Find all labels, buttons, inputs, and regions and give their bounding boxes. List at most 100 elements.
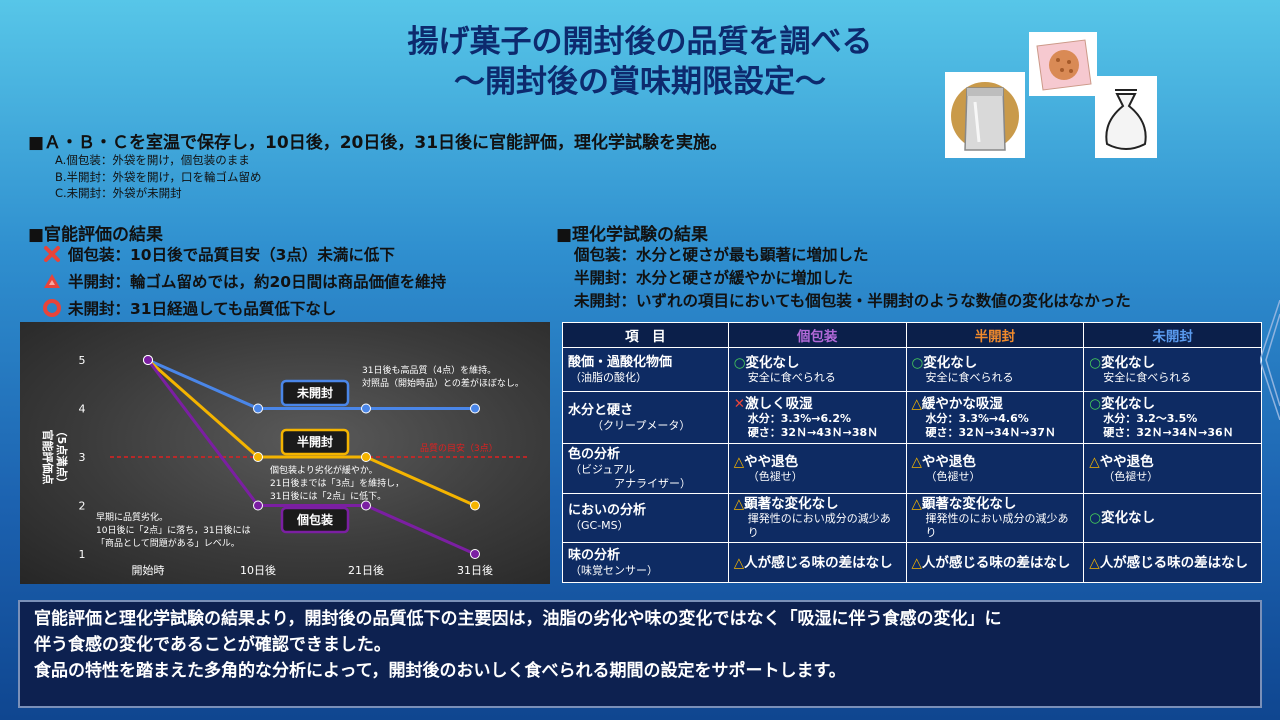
title-line-2: ～開封後の賞味期限設定～ [454,64,826,100]
result-mark-icon: △ [733,554,745,571]
threshold-label: 品質の目安（3点） [420,442,498,454]
item-text: （油脂の酸化） [570,370,647,384]
result-sub-text: 安全に食べられる [1103,370,1192,384]
annotation-half: 個包装より劣化が緩やか。 [270,464,378,476]
data-point [470,403,480,414]
result-mark-icon: ✕ [733,395,746,412]
data-point [361,403,371,414]
chem-results-table: 項 目個包装半開封未開封酸価・過酸化物価（油脂の酸化）○変化なし安全に食べられる… [562,322,1262,583]
series-callout-label: 未開封 [296,385,333,400]
result-sub-text: （色褪せ） [1103,469,1159,483]
table-header-row: 項 目個包装半開封未開封 [562,322,1262,348]
table-header-cell: 項 目 [562,322,729,348]
series-callout-box [280,506,350,534]
condition-a: A.個包装：外袋を開け，個包装のまま [55,153,250,167]
overview-text: ■Ａ・Ｂ・Ｃを室温で保存し，10日後，20日後，31日後に官能評価，理化学試験を… [28,133,728,153]
result-sub-text: （色褪せ） [925,469,981,483]
sensory-text-unopened: 未開封：31日経過しても品質低下なし [68,300,337,318]
series-callout-label: 個包装 [296,512,333,527]
triangle-icon [44,274,60,288]
result-sub-text: 硬さ：32Ｎ→34Ｎ→36Ｎ [1103,425,1234,439]
result-main: △人が感じる味の差はなし [1089,555,1256,571]
data-point [253,403,263,414]
result-main: △人が感じる味の差はなし [734,555,901,571]
condition-b: B.半開封：外袋を開け，口を輪ゴム留め [55,169,262,184]
x-tick-label: 31日後 [457,563,493,577]
table-item-cell: 味の分析（味覚センサー） [562,542,729,583]
result-main: △やや退色 [734,454,901,470]
decorative-chevron-icon [1260,300,1280,420]
table-header-cell: 未開封 [1083,322,1262,348]
result-main: △人が感じる味の差はなし [912,555,1079,571]
result-mark-icon: ○ [733,354,746,371]
annotation-half: 31日後には「2点」に低下。 [270,490,386,502]
sensory-text-half: 半開封：輪ゴム留めでは，約20日間は商品価値を維持 [68,273,447,291]
result-main-text: 激しく吸湿 [745,395,813,412]
result-sub-text: 安全に食べられる [747,370,836,384]
table-result-cell: ○変化なし水分：3.2～3.5%硬さ：32Ｎ→34Ｎ→36Ｎ [1083,391,1262,444]
item-text: 水分と硬さ [568,402,634,418]
item-text: （GC-MS） [570,519,629,532]
item-text: アナライザー） [614,476,691,490]
result-main-text: 変化なし [1101,354,1156,371]
table-result-cell: △やや退色（色褪せ） [1083,443,1262,494]
table-result-cell: △人が感じる味の差はなし [1083,542,1262,583]
result-main: ○変化なし [1089,355,1256,371]
result-main-text: 変化なし [1101,510,1156,526]
result-main: △顕著な変化なし [734,496,901,512]
y-axis-label: 官能評価点 [41,430,55,485]
data-point [361,500,371,511]
result-main: △顕著な変化なし [912,496,1079,512]
result-main-text: 変化なし [1101,395,1156,412]
series-callout-label: 半開封 [297,434,333,449]
table-row: 酸価・過酸化物価（油脂の酸化）○変化なし安全に食べられる○変化なし安全に食べられ… [562,347,1262,392]
item-text: においの分析 [568,503,647,518]
storage-conditions-list: A.個包装：外袋を開け，個包装のまま B.半開封：外袋を開け，口を輪ゴム留め C… [55,152,261,202]
table-row: 味の分析（味覚センサー） △人が感じる味の差はなし △人が感じる味の差はなし △人が感… [562,542,1262,583]
result-sub-text: 揮発性のにおい成分の減少あり [925,512,1069,539]
table-result-cell: ○変化なし安全に食べられる [1083,347,1262,392]
table-item-cell: 酸価・過酸化物価（油脂の酸化） [562,347,729,392]
table-result-cell: △人が感じる味の差はなし [905,542,1085,583]
circle-icon [43,299,61,317]
series-line-未開封 [147,358,475,410]
annotation-individual: 「商品として問題がある」レベル。 [96,537,240,549]
conclusion-line-2: 伴う食感の変化であることが確認できました。 [34,635,391,655]
result-mark-icon: △ [1089,554,1100,571]
cracker-package-image [1029,32,1097,96]
annotation-unopened: 31日後も高品質（4点）を維持。 [362,364,496,376]
annotation-half: 21日後までは「3点」を維持し， [270,477,404,489]
data-point [361,452,371,462]
data-point [253,500,263,511]
result-main-text: やや退色 [744,453,799,470]
series-callout-box [280,428,350,456]
item-text: （クリープメータ） [592,418,691,432]
result-main-text: 顕著な変化なし [744,496,839,512]
annotation-unopened: 対照品（開始時品）との差がほぼなし。 [362,377,524,389]
result-mark-icon: ○ [1089,510,1102,526]
page-title: 揚げ菓子の開封後の品質を調べる ～開封後の賞味期限設定～ [250,22,1030,102]
result-sub-text: 水分：3.3%→6.2% [747,411,851,425]
chem-row-half: 半開封：水分と硬さが緩やかに増加した [574,269,854,287]
cross-icon [44,246,60,262]
result-main: ○変化なし [912,355,1079,371]
result-mark-icon: △ [911,453,922,470]
annotation-individual: 10日後に「2点」に落ち，31日後には [96,524,251,536]
series-callout-box [280,379,350,407]
table-item-cell: においの分析（GC-MS） [562,493,729,543]
result-sub-text: 揮発性のにおい成分の減少あり [747,512,891,539]
plastic-bag-image [1095,76,1157,158]
data-point [253,452,263,462]
y-axis-label: （5点満点） [55,426,69,489]
y-tick-label: 5 [79,354,86,367]
item-text: （ビジュアル [570,462,636,476]
result-main-text: やや退色 [1099,453,1154,470]
data-point [470,500,480,511]
result-mark-icon: ○ [911,354,924,371]
table-row: においの分析（GC-MS）△顕著な変化なし揮発性のにおい成分の減少あり△顕著な変… [562,493,1262,543]
table-result-cell: △緩やかな吸湿水分：3.3%→4.6%硬さ：32Ｎ→34Ｎ→37Ｎ [905,391,1085,444]
item-text: （味覚センサー） [570,563,658,577]
table-item-cell: 色の分析（ビジュアルアナライザー） [562,443,729,494]
result-main-text: 緩やかな吸湿 [921,395,1003,412]
y-tick-label: 2 [79,500,86,513]
